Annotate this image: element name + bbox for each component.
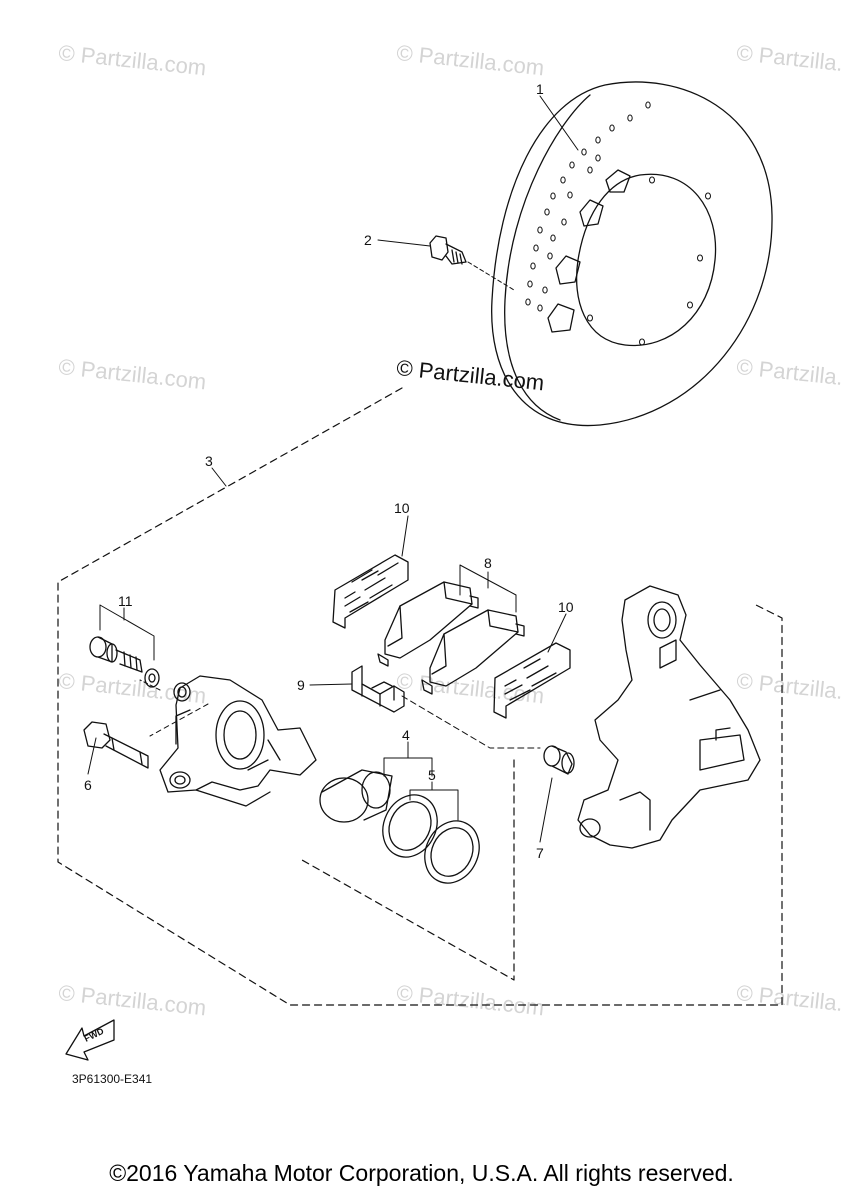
callout-10: 10: [558, 599, 574, 615]
callout-6: 6: [84, 777, 92, 793]
callout-4: 4: [402, 727, 410, 743]
caliper-bolt: [83, 721, 149, 769]
copyright-notice: ©2016 Yamaha Motor Corporation, U.S.A. A…: [109, 1160, 734, 1186]
caliper-assembly-outline: [57, 387, 783, 1006]
piston-seals: [382, 794, 480, 884]
fwd-label: FWD: [82, 1026, 105, 1044]
fwd-arrow-icon: [65, 1019, 115, 1061]
callout-5: 5: [428, 767, 436, 783]
caliper-boot: [543, 745, 575, 775]
callout-2: 2: [364, 232, 372, 248]
bleed-screw: [89, 604, 160, 688]
pad-shim-upper: [332, 554, 409, 629]
disc-bolt: [429, 235, 515, 291]
callout-11: 11: [118, 593, 133, 609]
callout-1: 1: [536, 81, 544, 97]
brake-pads: [377, 564, 525, 695]
callout-9: 9: [297, 677, 305, 693]
callout-8: 8: [484, 555, 492, 571]
piston: [319, 769, 393, 823]
callout-3: 3: [205, 453, 213, 469]
callout-10: 10: [394, 500, 410, 516]
callout-7: 7: [536, 845, 544, 861]
pad-shim-right: [493, 642, 571, 719]
brake-disc: [491, 81, 773, 427]
caliper-body: [139, 675, 317, 807]
callout-labels: 1 2 3 4 5 6 7 8 9 10 10 11 FWD: [82, 81, 573, 1044]
diagram-code: 3P61300-E341: [72, 1072, 153, 1086]
pad-spring: [351, 665, 405, 713]
caliper-bracket: [577, 585, 761, 849]
